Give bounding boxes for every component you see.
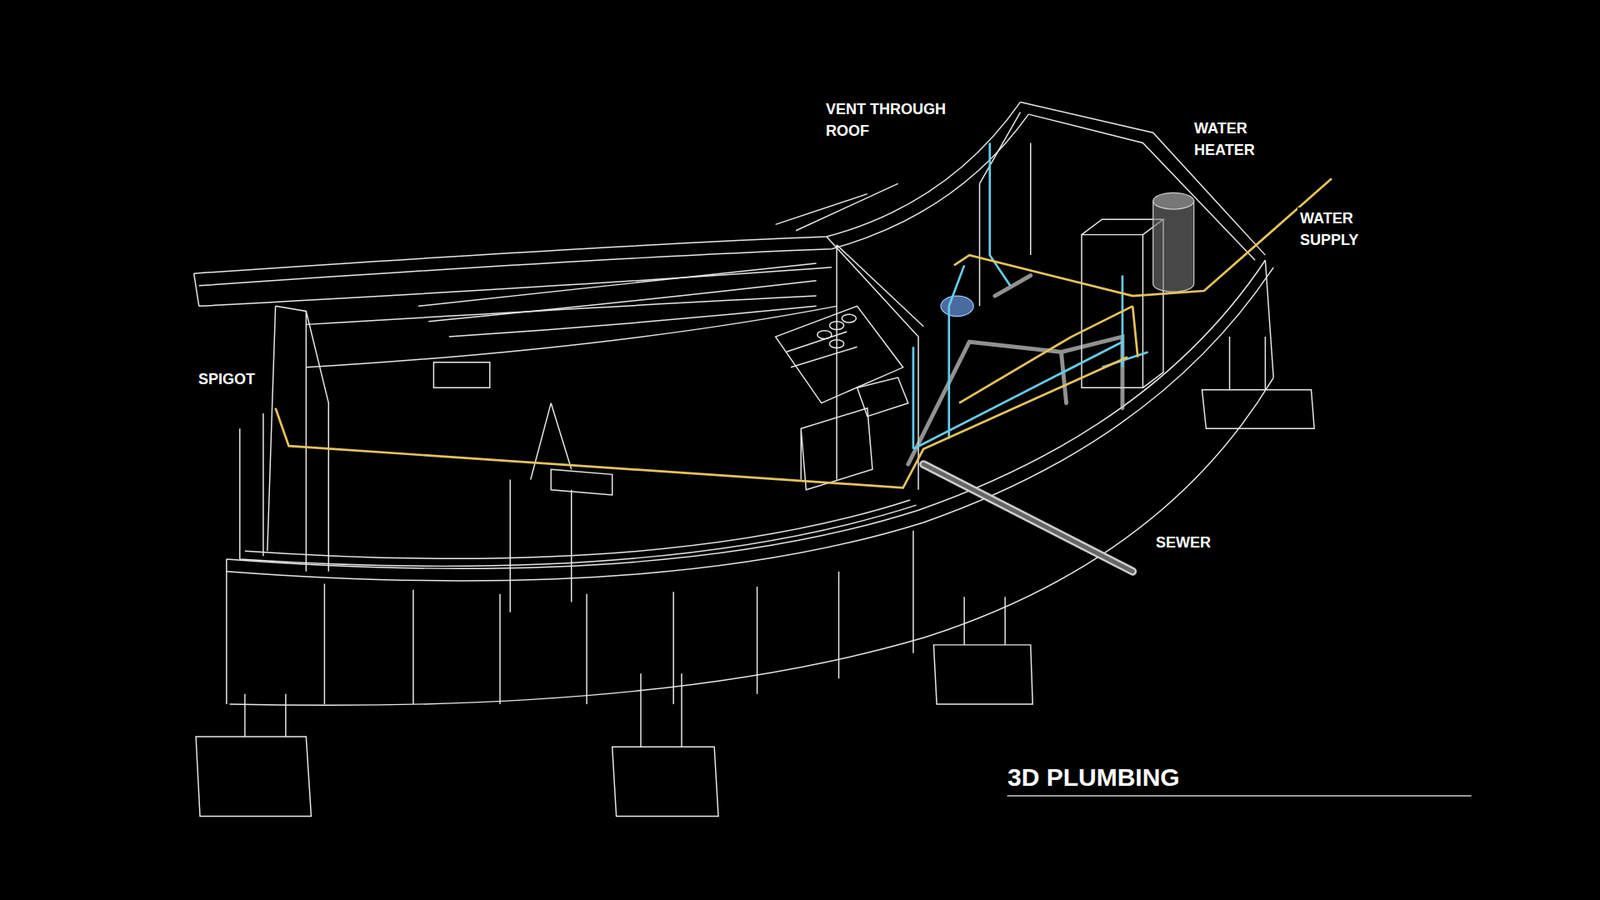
callout-label: SEWER (1153, 531, 1214, 554)
callout-label: SPIGOT (195, 368, 258, 390)
callout-label: WATER HEATER (1191, 117, 1272, 161)
diagram-title: 3D PLUMBING (1007, 762, 1180, 793)
callout-label: VENT THROUGH ROOF (823, 98, 954, 142)
callout-label: WATER SUPPLY (1297, 207, 1378, 251)
